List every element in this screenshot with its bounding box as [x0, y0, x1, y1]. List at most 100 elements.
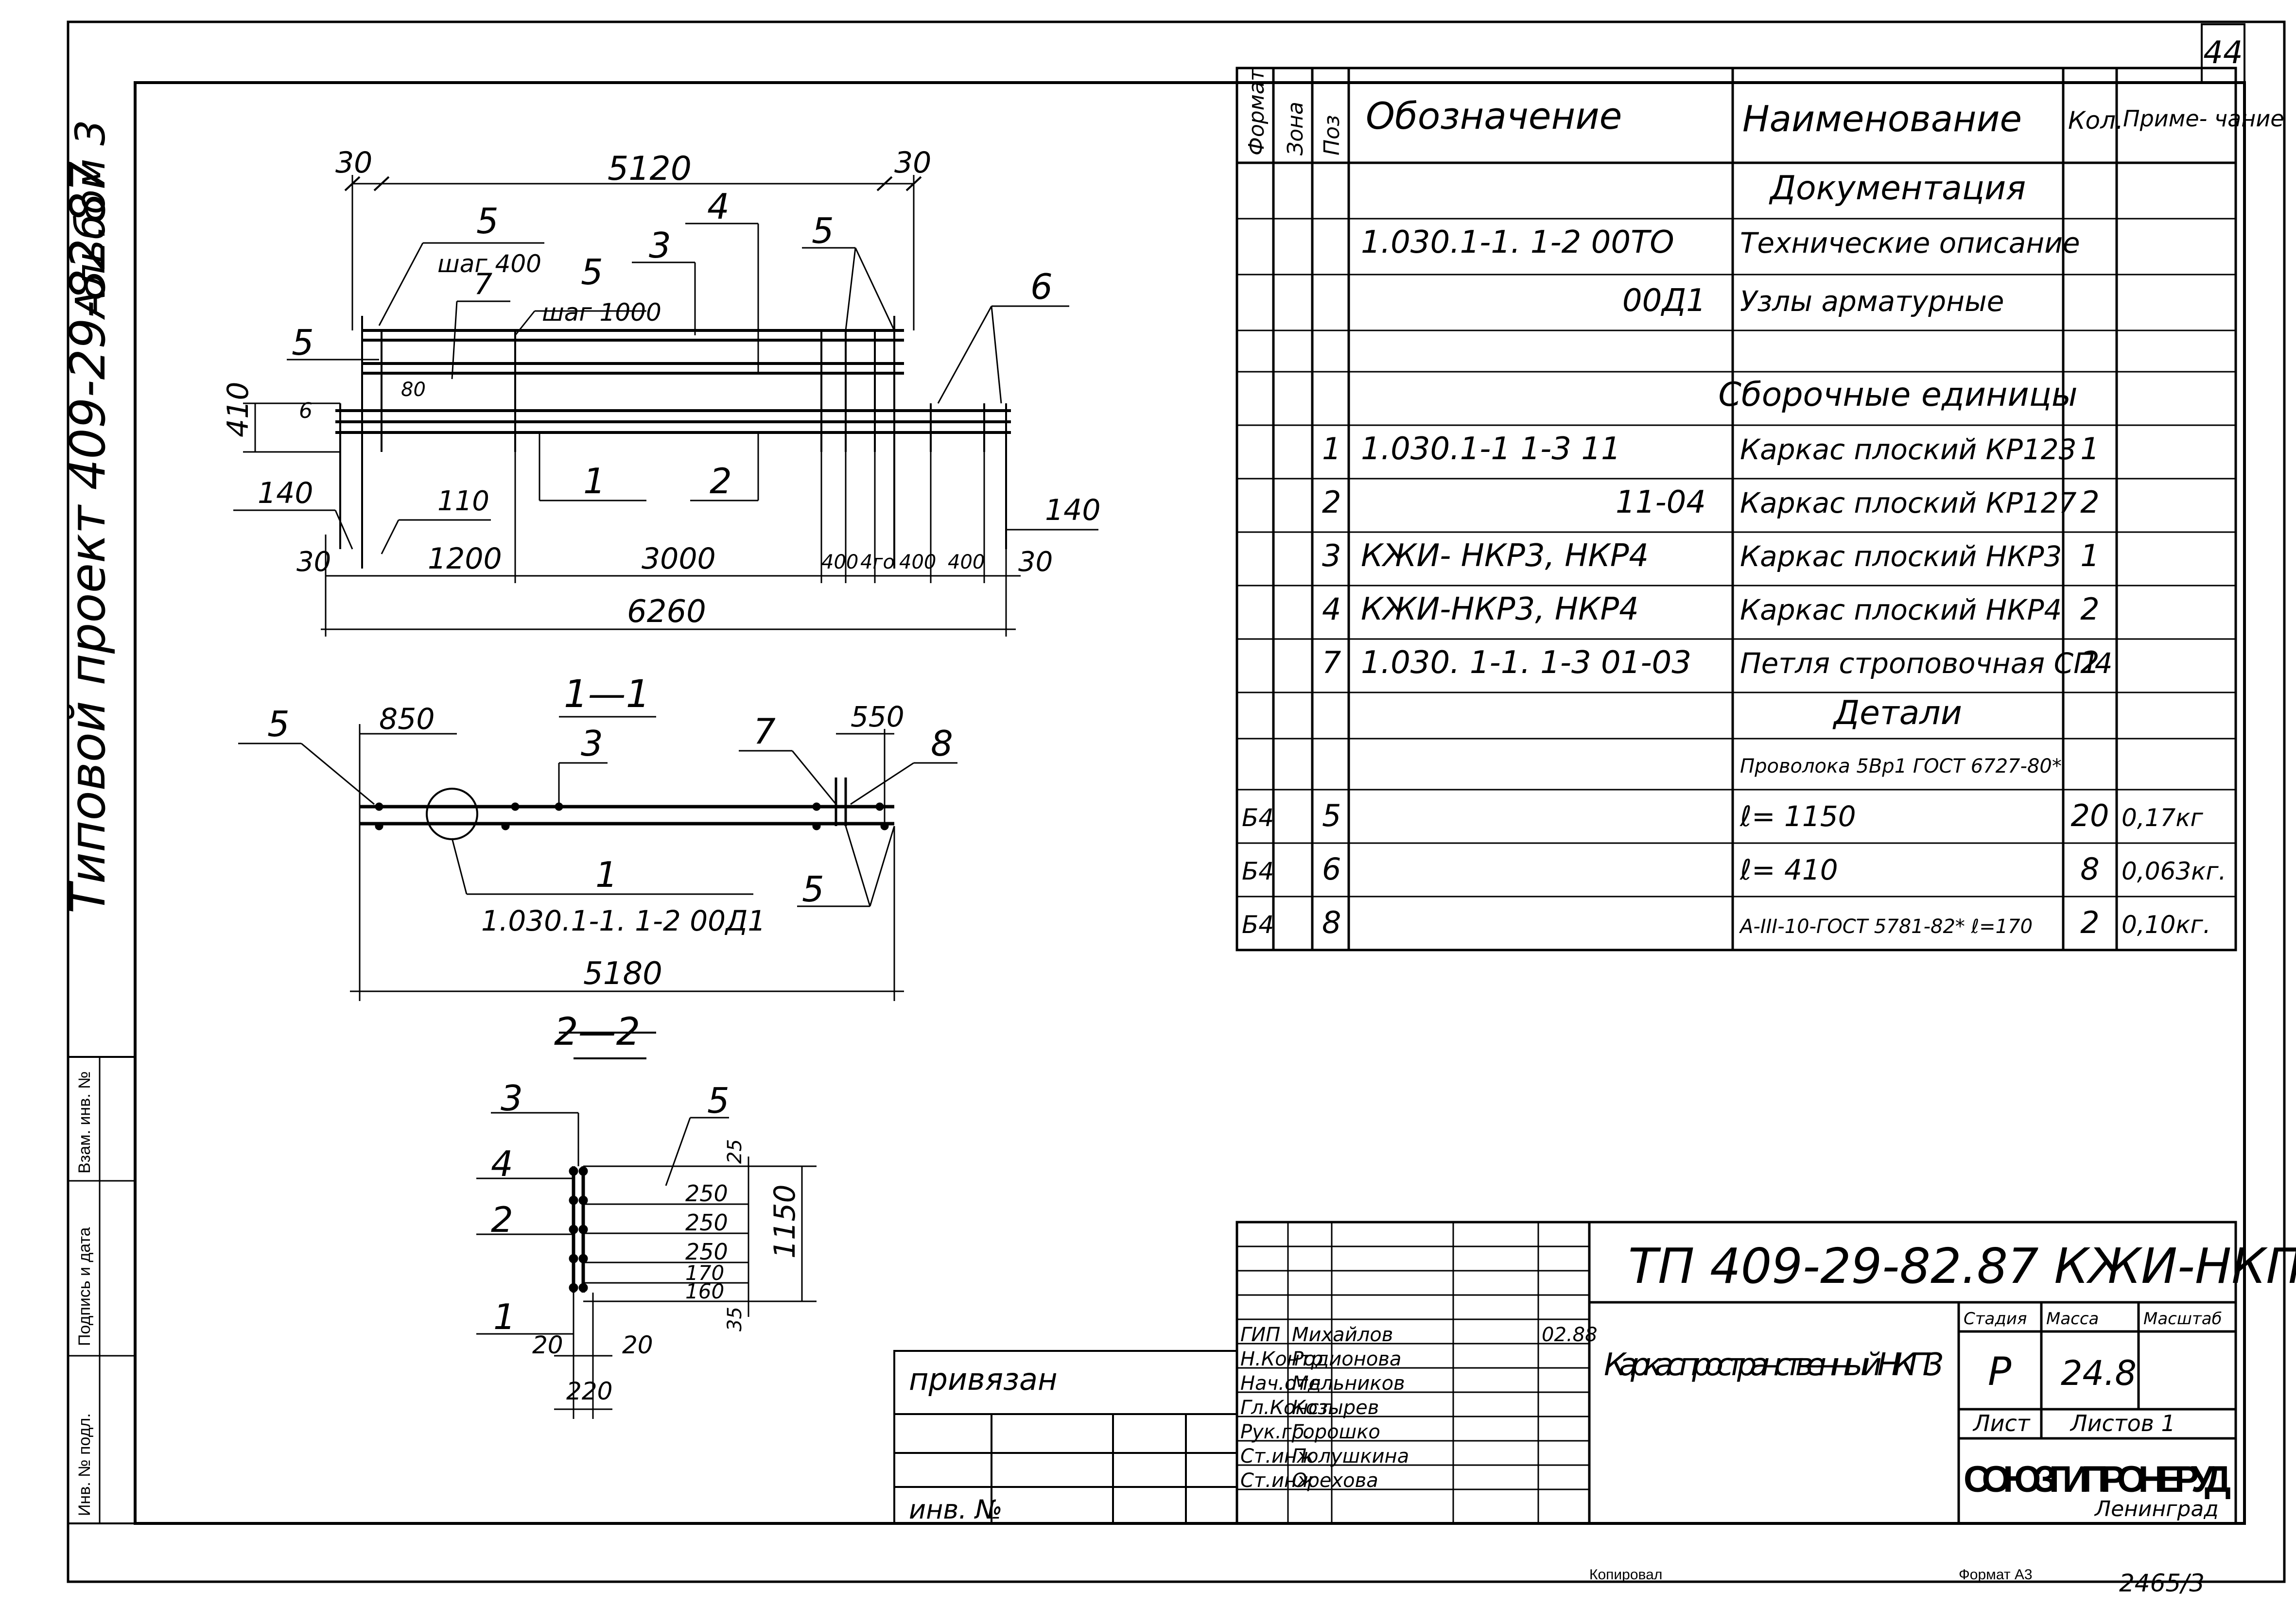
- plan-pos5-c: 5: [812, 210, 834, 251]
- section-2-2: [476, 1057, 817, 1419]
- plan-view: [233, 175, 1098, 637]
- org-city: Ленинград: [2094, 1497, 2219, 1521]
- s22-pos5: 5: [707, 1080, 730, 1121]
- spec-row-name: Технические описание: [1740, 226, 2080, 259]
- plan-pos5-a: 5: [476, 201, 499, 242]
- signature-name: Орехова: [1292, 1469, 1378, 1492]
- title-block-code: ТП 409-29-82.87 КЖИ-НКП3: [1628, 1238, 2296, 1295]
- spec-row-designation: 1.030.1-1 1-3 11: [1361, 431, 1621, 467]
- s11-pos7: 7: [753, 711, 776, 752]
- s22-pos2: 2: [491, 1199, 513, 1240]
- privyazan-inv-label: инв. №: [909, 1494, 1003, 1525]
- s22-dim-35: 35: [724, 1307, 746, 1331]
- signature-name: Горошко: [1292, 1421, 1380, 1443]
- spec-row-name: Проволока 5Вр1 ГОСТ 6727-80*: [1740, 755, 2062, 777]
- spec-row-name: Каркас плоский НКР3: [1740, 540, 2062, 573]
- s11-pos3: 3: [581, 723, 603, 764]
- spec-row-pos: 5: [1322, 798, 1341, 833]
- section-2-2-title: 2—2: [554, 1010, 640, 1054]
- spec-row-name: Каркас плоский НКР4: [1740, 593, 2062, 626]
- signature-name: Михайлов: [1292, 1324, 1393, 1346]
- plan-dim-400-b: 400: [899, 551, 936, 573]
- spec-section-heading: Документация: [1769, 169, 2026, 207]
- col-note-header: Приме- чание: [2123, 105, 2284, 132]
- s22-dim-160: 160: [685, 1279, 724, 1303]
- title-block-grid: [1235, 1221, 2237, 1525]
- signature-role: Ст.инж: [1240, 1469, 1314, 1492]
- mass-label: Масса: [2046, 1309, 2099, 1329]
- s22-dim-25: 25: [724, 1139, 746, 1164]
- spec-row-name: Узлы арматурные: [1740, 285, 2004, 318]
- plan-pos1: 1: [583, 461, 606, 501]
- outer-frame: [67, 20, 2286, 1583]
- spec-row-note: 0,10кг.: [2122, 911, 2211, 939]
- signature-role: Рук.гр.: [1240, 1421, 1310, 1443]
- spec-row-qty: 2: [2080, 905, 2099, 940]
- spec-row-qty: 2: [2080, 484, 2099, 520]
- spec-table-headers: Формат Зона Поз Обозначение Наименование…: [1244, 68, 2284, 155]
- plan-pitch-400: шаг 400: [437, 250, 541, 278]
- spec-row-format: Б4: [1242, 857, 1274, 885]
- s11-dim-850: 850: [379, 702, 435, 736]
- s22-height-1150: 1150: [768, 1184, 802, 1259]
- spec-row-note: 0,17кг: [2122, 804, 2204, 832]
- signature-name: Мельников: [1292, 1372, 1405, 1395]
- plan-dim-3000: 3000: [642, 542, 716, 576]
- spec-row-pos: 4: [1322, 591, 1341, 627]
- stage-label: Стадия: [1964, 1309, 2027, 1329]
- plan-pitch-1000: шаг 1000: [542, 298, 661, 327]
- footer-copied: Копировал: [1589, 1567, 1662, 1583]
- spec-row-qty: 1: [2080, 431, 2099, 466]
- s22-dim-20-left: 20: [532, 1331, 563, 1359]
- plan-overall-6260: 6260: [627, 594, 706, 630]
- plan-dim-30-bl: 30: [296, 546, 331, 578]
- col-designation-header: Обозначение: [1366, 94, 1622, 138]
- plan-pos7: 7: [474, 267, 492, 301]
- spec-row-pos: 3: [1322, 538, 1341, 573]
- stage-value: Р: [1988, 1349, 2012, 1394]
- plan-pos5-left: 5: [292, 322, 314, 363]
- org-name: СОЮЗГИПРОНЕРУД: [1964, 1459, 2231, 1500]
- plan-dim-110: 110: [437, 485, 489, 517]
- sheets-label: Листов 1: [2070, 1410, 2175, 1436]
- s22-width-220: 220: [566, 1377, 612, 1405]
- spec-row-qty: 1: [2080, 538, 2099, 573]
- plan-dim-30-br: 30: [1018, 546, 1053, 578]
- s11-pos5-bottom: 5: [802, 869, 824, 910]
- scale-label: Масштаб: [2143, 1309, 2222, 1329]
- plan-dim-30-left: 30: [335, 146, 372, 180]
- spec-row-format: Б4: [1242, 804, 1274, 832]
- signature-name: Родионова: [1292, 1348, 1401, 1370]
- vzam-inv-label: Взам. инв. №: [75, 1071, 94, 1174]
- plan-dim-30-right: 30: [894, 146, 931, 180]
- spec-table-grid: [1235, 67, 2237, 951]
- spec-row-pos: 1: [1322, 431, 1341, 466]
- spec-section-heading: Сборочные единицы: [1718, 376, 2077, 414]
- plan-pos6: 6: [1030, 266, 1053, 307]
- spec-row-pos: 8: [1322, 905, 1341, 940]
- footer-number: 2465/3: [2119, 1569, 2205, 1597]
- spec-row-qty: 8: [2080, 851, 2099, 887]
- spec-row-designation: 1.030.1-1. 1-2 00ТО: [1361, 225, 1674, 260]
- plan-pos2: 2: [710, 461, 732, 501]
- plan-dim-140-right: 140: [1045, 493, 1101, 527]
- signature-name: Полушкина: [1292, 1445, 1409, 1468]
- col-zone-header: Зона: [1283, 102, 1308, 155]
- spec-row-designation: КЖИ- НКР3, НКР4: [1361, 538, 1649, 574]
- s22-dim-250-c: 250: [685, 1239, 728, 1265]
- signature-role: Ст.инж: [1240, 1445, 1314, 1468]
- title-block-title: Каркас пространственный НКП3: [1604, 1347, 1944, 1383]
- plan-pos4: 4: [707, 186, 730, 227]
- spec-row-designation: 11-04: [1616, 484, 1706, 520]
- s11-pos8: 8: [931, 723, 953, 764]
- plan-labels: 30 5120 30 5 шаг 400 7 5 шаг 1000 3 4 5 …: [221, 146, 1101, 630]
- spec-row-name: Петля строповочная СП4: [1740, 647, 2113, 680]
- plan-dim-400-c: 400: [948, 551, 985, 573]
- spec-row-qty: 2: [2080, 645, 2099, 680]
- section-2-2-labels: 3 5 4 2 1 25 250 250 250 170 160 35 1150…: [491, 1078, 802, 1405]
- s22-dim-250-a: 250: [685, 1180, 728, 1207]
- col-pos-header: Поз: [1320, 115, 1344, 155]
- plan-pos3: 3: [649, 225, 671, 266]
- spec-row-name: ℓ= 1150: [1739, 800, 1856, 833]
